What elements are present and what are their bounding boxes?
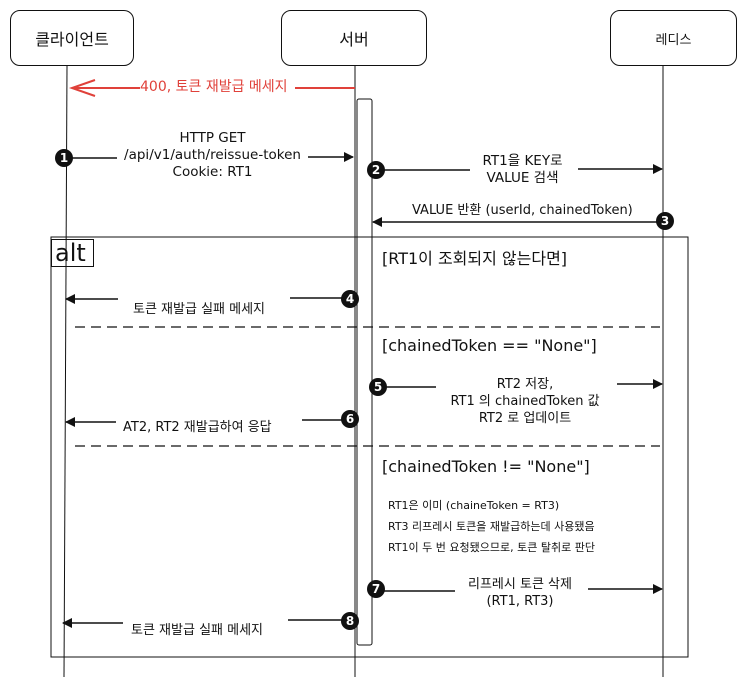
activation-bar bbox=[356, 98, 373, 646]
message-6-label: AT2, RT2 재발급하여 응답 bbox=[123, 420, 272, 435]
note-line-3: RT1이 두 번 요청됐으므로, 토큰 탈취로 판단 bbox=[388, 541, 595, 554]
alt-guard-1: [RT1이 조회되지 않는다면] bbox=[382, 249, 568, 268]
message-2-line2: VALUE 검색 bbox=[486, 170, 559, 186]
actor-client: 클라이언트 bbox=[10, 10, 134, 66]
step-badge-2: 2 bbox=[367, 161, 385, 179]
step-badge-7: 7 bbox=[367, 580, 385, 598]
note-line-1: RT1은 이미 (chaineToken = RT3) bbox=[388, 499, 560, 512]
message-7-label: 리프레시 토큰 삭제 (RT1, RT3) bbox=[445, 576, 595, 610]
alt-tag: alt bbox=[51, 239, 94, 267]
message-2-label: RT1을 KEY로 VALUE 검색 bbox=[455, 153, 590, 187]
step-badge-4: 4 bbox=[341, 290, 359, 308]
step-badge-3: 3 bbox=[656, 212, 674, 230]
message-5-line2: RT1 의 chainedToken 값 bbox=[450, 394, 600, 409]
actor-server: 서버 bbox=[281, 10, 427, 66]
message-7-line2: (RT1, RT3) bbox=[486, 594, 554, 609]
step-badge-1: 1 bbox=[55, 149, 73, 167]
message-5-line3: RT2 로 업데이트 bbox=[478, 411, 572, 426]
message-2-line1: RT1을 KEY로 bbox=[482, 153, 563, 169]
step-badge-5: 5 bbox=[369, 378, 387, 396]
alt-guard-3: [chainedToken != "None"] bbox=[382, 457, 590, 476]
message-7-line1: 리프레시 토큰 삭제 bbox=[468, 577, 572, 592]
message-1-line1: HTTP GET bbox=[179, 130, 246, 146]
actor-client-label: 클라이언트 bbox=[35, 30, 109, 49]
message-8-label: 토큰 재발급 실패 메세지 bbox=[131, 623, 263, 638]
actor-server-label: 서버 bbox=[339, 30, 369, 49]
lifeline-client bbox=[63, 65, 68, 677]
message-1-line3: Cookie: RT1 bbox=[172, 164, 253, 180]
message-5-label: RT2 저장, RT1 의 chainedToken 값 RT2 로 업데이트 bbox=[430, 376, 620, 427]
step-badge-8: 8 bbox=[341, 612, 359, 630]
actor-redis: 레디스 bbox=[610, 10, 737, 66]
actor-redis-label: 레디스 bbox=[655, 32, 692, 48]
step-badge-6: 6 bbox=[341, 410, 359, 428]
error-message-label: 400, 토큰 재발급 메세지 bbox=[140, 79, 288, 95]
message-4-label: 토큰 재발급 실패 메세지 bbox=[133, 302, 265, 317]
note-line-2: RT3 리프레시 토큰을 재발급하는데 사용됐음 bbox=[388, 520, 595, 533]
message-5-line1: RT2 저장, bbox=[496, 377, 554, 392]
alt-frame bbox=[50, 236, 689, 658]
message-1-line2: /api/v1/auth/reissue-token bbox=[124, 147, 301, 163]
error-arrow-head bbox=[68, 79, 96, 97]
message-3-label: VALUE 반환 (userId, chainedToken) bbox=[412, 203, 633, 218]
alt-guard-2: [chainedToken == "None"] bbox=[382, 336, 597, 355]
message-1-label: HTTP GET /api/v1/auth/reissue-token Cook… bbox=[110, 130, 315, 181]
